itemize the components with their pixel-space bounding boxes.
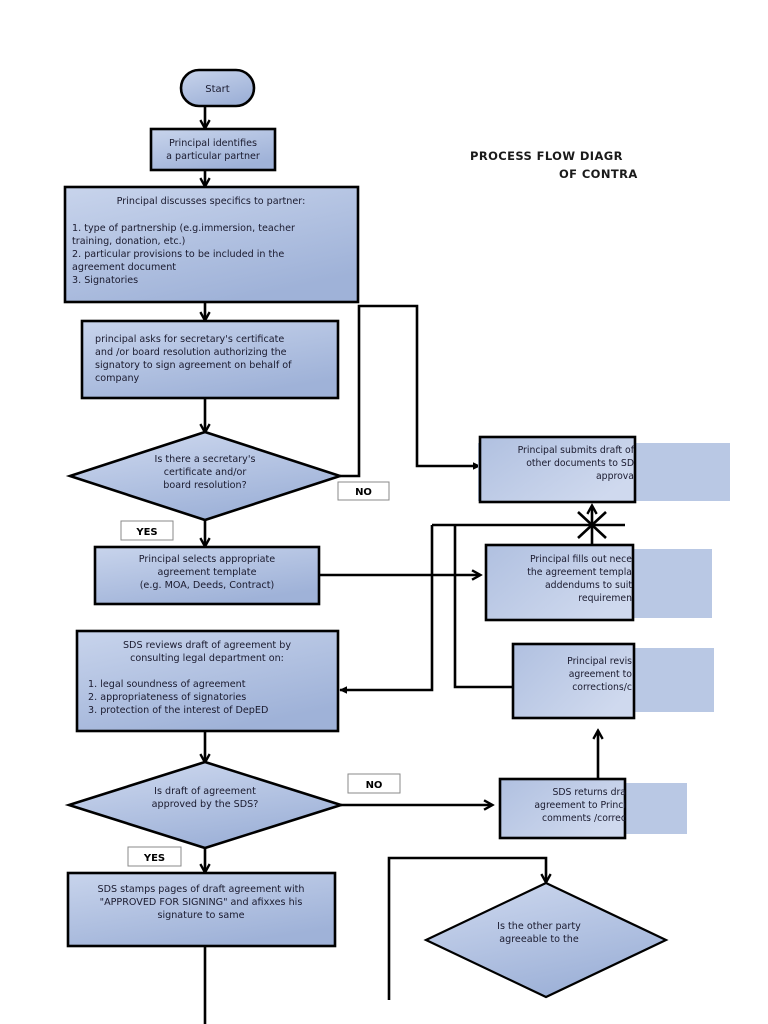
identifies-line-2: a particular partner [166, 151, 260, 162]
diagram-title: PROCESS FLOW DIAGR OF CONTRA [470, 149, 638, 181]
sdsreviews-shape [75, 629, 340, 733]
fillsout-line-4: requiremen [578, 593, 632, 604]
askscert-line-4: company [95, 373, 140, 384]
node-sds-stamps[interactable]: SDS stamps pages of draft agreement with… [66, 871, 337, 948]
edge-label-no-certificate: NO [337, 481, 390, 501]
askscert-shape [80, 319, 340, 400]
node-decision-certificate[interactable]: Is there a secretary's certificate and/o… [65, 430, 345, 522]
start-shape [179, 68, 256, 108]
title-line-2: OF CONTRA [559, 167, 638, 181]
node-sds-returns[interactable]: SDS returns dra agreement to Princi comm… [498, 777, 687, 840]
decotherparty-line-1: Is the other party [497, 921, 581, 932]
title-line-1: PROCESS FLOW DIAGR [470, 149, 623, 163]
deccert-shape [65, 430, 345, 522]
fillsout-line-1: Principal fills out nece [530, 554, 632, 565]
no-approved-box [347, 773, 401, 794]
discusses-line-1: Principal discusses specifics to partner… [117, 196, 306, 207]
decotherparty-shape [423, 881, 669, 999]
start-label: Start [205, 84, 230, 95]
discusses-line-3: training, donation, etc.) [72, 236, 185, 247]
decotherparty-line-2: agreeable to the [499, 934, 579, 945]
submitsdraft-shape [478, 435, 637, 504]
fillsout-line-2: the agreement templa [527, 567, 632, 578]
deccert-line-2: certificate and/or [164, 467, 247, 478]
discusses-line-5: agreement document [72, 262, 176, 273]
fillsout-line-3: addendums to suit [545, 580, 632, 591]
sdsstamps-line-1: SDS stamps pages of draft agreement with [98, 884, 305, 895]
principalrevises-line-3: corrections/c [572, 682, 632, 693]
edge-submitsdraft-to-sdsreviews [339, 525, 434, 694]
yes-approved-text: YES [143, 853, 165, 864]
edge-deccert-no-to-submitsdraft [340, 304, 481, 478]
selecttemplate-shape [93, 545, 321, 606]
node-submits-draft[interactable]: Principal submits draft of other documen… [478, 435, 730, 504]
edge-label-yes-approved: YES [127, 846, 182, 867]
sdsstamps-shape [66, 871, 337, 948]
selecttemplate-line-2: agreement template [158, 567, 257, 578]
sdsreviews-line-3: 1. legal soundness of agreement [88, 679, 246, 690]
discusses-shape [63, 185, 360, 304]
node-fills-out[interactable]: Principal fills out nece the agreement t… [484, 543, 712, 622]
askscert-line-3: signatory to sign agreement on behalf of [95, 360, 292, 371]
node-principal-revises[interactable]: Principal revis agreement to corrections… [511, 642, 714, 720]
sdsreturns-line-3: comments /correc [542, 813, 626, 824]
sdsstamps-line-3: signature to same [157, 910, 244, 921]
edge-label-yes-certificate: YES [120, 520, 174, 541]
fillsout-shape [484, 543, 635, 622]
sdsreturns-line-1: SDS returns dra [552, 787, 626, 798]
principalrevises-shape [511, 642, 636, 720]
sdsreviews-line-4: 2. appropriateness of signatories [88, 692, 246, 703]
edge-to-decotherparty [387, 856, 546, 940]
decapproved-line-2: approved by the SDS? [152, 799, 259, 810]
askscert-line-1: principal asks for secretary's certifica… [95, 334, 284, 345]
node-sds-reviews[interactable]: SDS reviews draft of agreement by consul… [75, 629, 340, 733]
submitsdraft-line-1: Principal submits draft of [518, 445, 635, 456]
submitsdraft-line-3: approva [596, 471, 634, 482]
node-start[interactable]: Start [179, 68, 256, 108]
sdsreviews-line-5: 3. protection of the interest of DepED [88, 705, 268, 716]
discusses-line-2: 1. type of partnership (e.g.immersion, t… [72, 223, 295, 234]
discusses-line-6: 3. Signatories [72, 275, 138, 286]
selecttemplate-line-3: (e.g. MOA, Deeds, Contract) [140, 580, 275, 591]
node-select-template[interactable]: Principal selects appropriate agreement … [93, 545, 321, 606]
edge-label-no-approved: NO [347, 773, 401, 794]
edge-principalrevises-to-fillsout [453, 525, 513, 689]
identifies-line-1: Principal identifies [169, 138, 257, 149]
decapproved-shape [64, 760, 346, 850]
yes-approved-box [127, 846, 182, 867]
sdsreturns-line-2: agreement to Princi [534, 800, 626, 811]
yes-cert-text: YES [135, 527, 157, 538]
selecttemplate-line-1: Principal selects appropriate [139, 554, 275, 565]
sdsreviews-line-2: consulting legal department on: [130, 653, 284, 664]
edge-junction-slash-b [577, 511, 607, 539]
principalrevises-line-1: Principal revis [567, 656, 632, 667]
no-cert-box [337, 481, 390, 501]
principalrevises-line-2: agreement to [569, 669, 633, 680]
sdsstamps-line-2: "APPROVED FOR SIGNING" and afixxes his [100, 897, 303, 908]
askscert-line-2: and /or board resolution authorizing the [95, 347, 287, 358]
discusses-line-4: 2. particular provisions to be included … [72, 249, 284, 260]
node-decision-approved[interactable]: Is draft of agreement approved by the SD… [64, 760, 346, 850]
sdsreturns-shape [498, 777, 627, 840]
no-cert-text: NO [355, 487, 372, 498]
sdsreviews-line-1: SDS reviews draft of agreement by [123, 640, 291, 651]
node-identifies[interactable]: Principal identifies a particular partne… [149, 127, 277, 172]
submitsdraft-line-2: other documents to SD [526, 458, 634, 469]
yes-cert-box [120, 520, 174, 541]
node-discusses[interactable]: Principal discusses specifics to partner… [63, 185, 360, 304]
identifies-shape [149, 127, 277, 172]
no-approved-text: NO [366, 780, 383, 791]
node-asks-certificate[interactable]: principal asks for secretary's certifica… [80, 319, 340, 400]
node-decision-other-party[interactable]: Is the other party agreeable to the [423, 881, 671, 1000]
deccert-line-1: Is there a secretary's [155, 454, 256, 465]
deccert-line-3: board resolution? [163, 480, 246, 491]
decapproved-line-1: Is draft of agreement [154, 786, 256, 797]
